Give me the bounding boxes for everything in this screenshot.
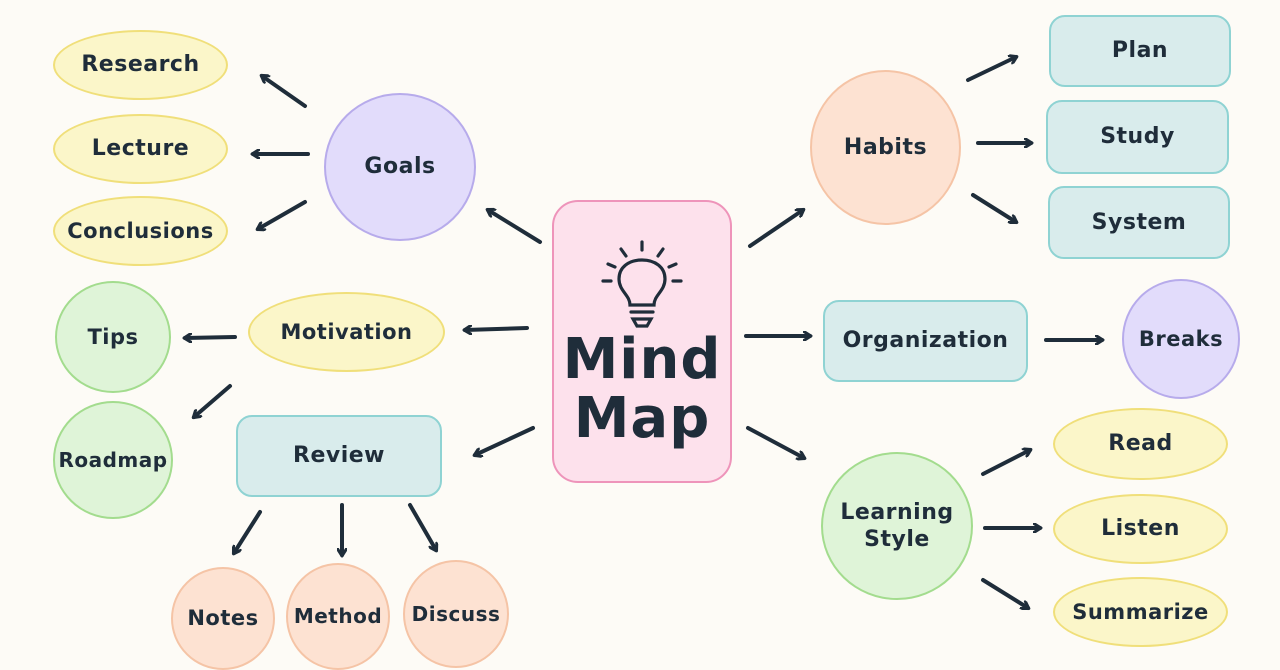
- node-lecture[interactable]: Lecture: [53, 114, 228, 184]
- node-plan[interactable]: Plan: [1049, 15, 1231, 87]
- center-title-line1: Mind: [562, 326, 722, 392]
- arrow-review-discuss: [408, 503, 436, 550]
- arrow-goals-research: [262, 76, 307, 108]
- node-learning-style[interactable]: Learning Style: [821, 452, 973, 600]
- arrow-goals-conclusions: [258, 200, 307, 229]
- arrow-center-habits: [748, 210, 803, 248]
- node-organization[interactable]: Organization: [823, 300, 1028, 382]
- node-review[interactable]: Review: [236, 415, 442, 497]
- arrow-center-motivation: [465, 328, 529, 330]
- arrow-motivation-tips: [185, 337, 237, 338]
- node-research[interactable]: Research: [53, 30, 228, 100]
- node-habits[interactable]: Habits: [810, 70, 961, 225]
- center-title-line2: Map: [573, 385, 711, 451]
- arrow-habits-plan: [966, 57, 1016, 82]
- node-summarize[interactable]: Summarize: [1053, 577, 1228, 647]
- arrow-center-review: [475, 426, 535, 455]
- arrow-learning-read: [981, 450, 1030, 476]
- arrow-learning-summarize: [981, 578, 1028, 608]
- node-goals[interactable]: Goals: [324, 93, 476, 241]
- center-node: Mind Map: [552, 200, 732, 483]
- node-system[interactable]: System: [1048, 186, 1230, 259]
- node-conclusions[interactable]: Conclusions: [53, 196, 228, 266]
- node-method[interactable]: Method: [286, 563, 390, 670]
- node-roadmap[interactable]: Roadmap: [53, 401, 173, 519]
- node-learning-style-line2: Style: [864, 527, 930, 552]
- node-discuss[interactable]: Discuss: [403, 560, 509, 668]
- node-study[interactable]: Study: [1046, 100, 1229, 174]
- node-breaks[interactable]: Breaks: [1122, 279, 1240, 399]
- arrow-habits-system: [971, 193, 1016, 222]
- node-learning-style-line1: Learning: [840, 499, 954, 525]
- node-listen[interactable]: Listen: [1053, 494, 1228, 564]
- node-read[interactable]: Read: [1053, 408, 1228, 480]
- node-notes[interactable]: Notes: [171, 567, 275, 670]
- node-tips[interactable]: Tips: [55, 281, 171, 393]
- arrow-center-goals: [488, 210, 542, 244]
- arrow-motivation-roadmap: [194, 384, 232, 417]
- arrow-center-learning: [746, 426, 804, 458]
- arrow-review-notes: [234, 510, 262, 553]
- lightbulb-icon: [601, 240, 683, 328]
- node-motivation[interactable]: Motivation: [248, 292, 445, 372]
